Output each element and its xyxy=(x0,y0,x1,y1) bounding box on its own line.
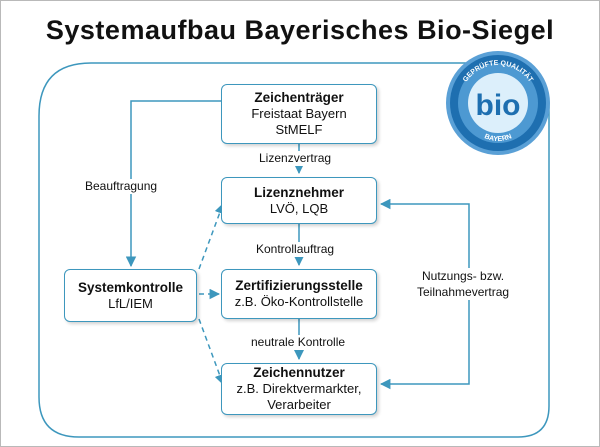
label-kontrollauftrag: Kontrollauftrag xyxy=(256,242,335,257)
zertifizierungsstelle-line1: z.B. Öko-Kontrollstelle xyxy=(234,294,364,309)
arrow-beauftragung xyxy=(125,100,221,268)
zeichentraeger-heading: Zeichenträger xyxy=(254,90,344,105)
label-neutrale-kontrolle: neutrale Kontrolle xyxy=(251,335,346,350)
seal-word: bio xyxy=(476,89,521,122)
page-title: Systemaufbau Bayerisches Bio-Siegel xyxy=(45,15,555,45)
bio-siegel-logo: GEPRÜFTE QUALITÄT bio BAYERN xyxy=(446,51,550,155)
box-lizenznehmer: Lizenznehmer LVÖ, LQB xyxy=(221,177,377,224)
zeichennutzer-line1: z.B. Direktvermarkter, xyxy=(236,381,362,396)
systemkontrolle-heading: Systemkontrolle xyxy=(77,279,184,295)
label-nutzungsvertrag-line1: Nutzungs- bzw. xyxy=(422,269,505,283)
lizenznehmer-heading: Lizenznehmer xyxy=(253,184,345,200)
seal-bottom-text: BAYERN xyxy=(483,133,513,143)
box-systemkontrolle: Systemkontrolle LfL/IEM xyxy=(64,269,197,322)
dashed-to-lizenznehmer xyxy=(198,203,225,270)
zeichentraeger-line2: StMELF xyxy=(275,122,323,137)
systemkontrolle-line1: LfL/IEM xyxy=(108,295,153,311)
box-zeichentraeger: Zeichenträger Freistaat Bayern StMELF xyxy=(221,84,377,144)
zeichentraeger-line1: Freistaat Bayern xyxy=(251,106,347,121)
box-zeichennutzer: Zeichennutzer z.B. Direktvermarkter, Ver… xyxy=(221,363,377,415)
label-nutzungsvertrag-line2: Teilnahmevertrag xyxy=(417,285,510,299)
zeichennutzer-line2: Verarbeiter xyxy=(267,397,331,412)
label-lizenzvertrag: Lizenzvertrag xyxy=(259,151,332,166)
label-beauftragung: Beauftragung xyxy=(85,179,158,194)
dashed-to-zeichennutzer xyxy=(198,318,225,385)
zertifizierungsstelle-heading: Zertifizierungsstelle xyxy=(235,278,363,293)
box-zertifizierungsstelle: Zertifizierungsstelle z.B. Öko-Kontrolls… xyxy=(221,269,377,319)
svg-text:BAYERN: BAYERN xyxy=(483,133,513,143)
label-nutzungsvertrag: Nutzungs- bzw. Teilnahmevertrag xyxy=(417,268,510,300)
lizenznehmer-line1: LVÖ, LQB xyxy=(269,200,329,216)
zeichennutzer-heading: Zeichennutzer xyxy=(253,365,345,380)
